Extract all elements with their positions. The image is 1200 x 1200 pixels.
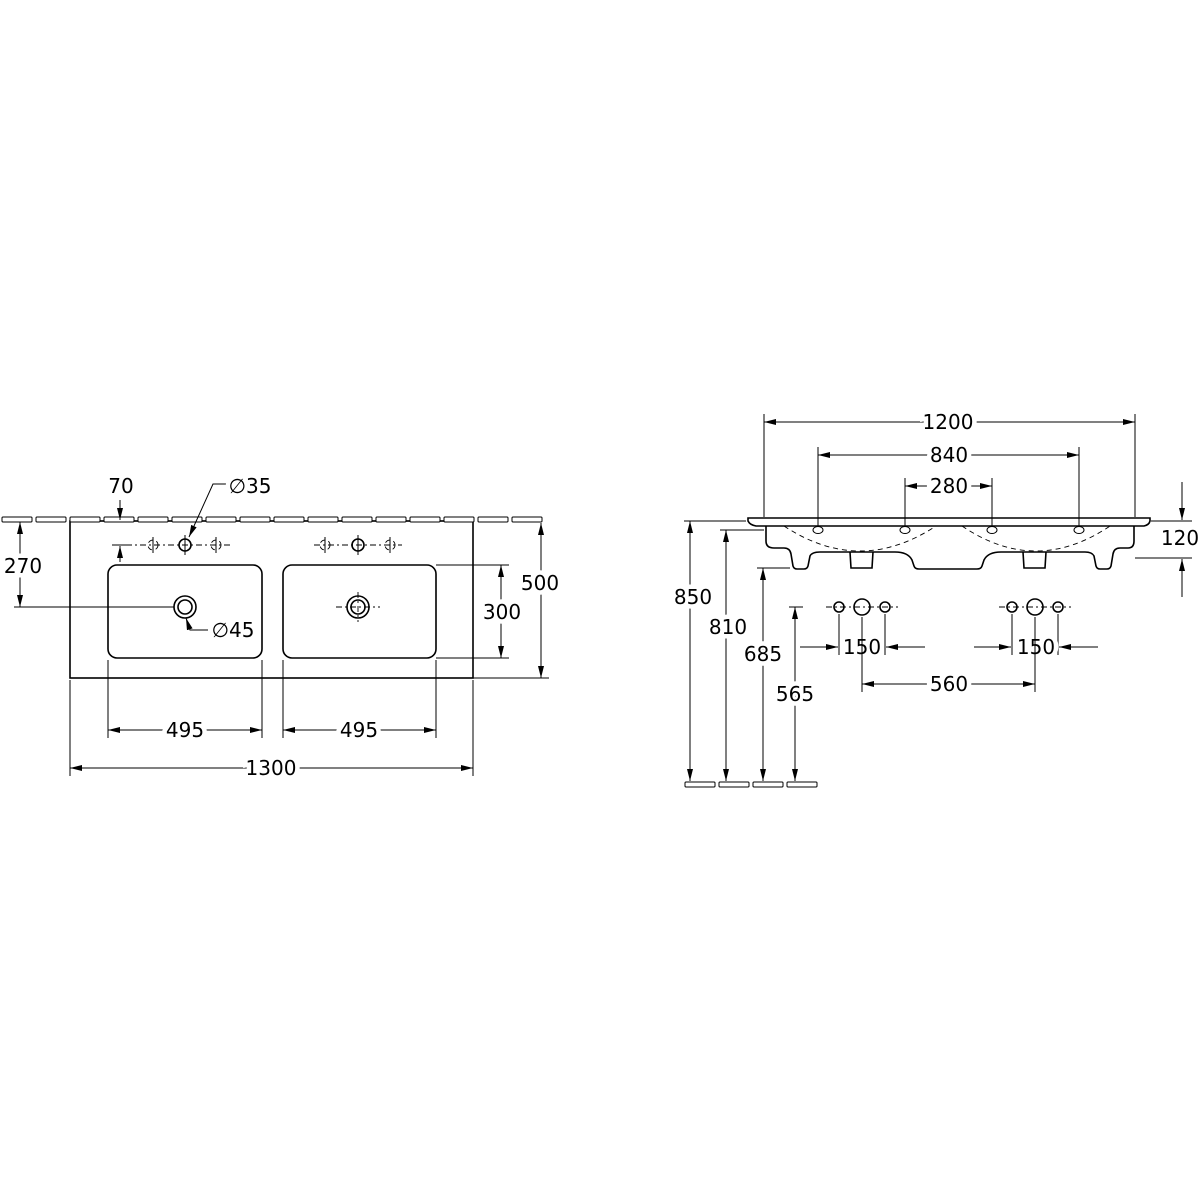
tap-hole <box>812 526 824 534</box>
dim-270-label: 270 <box>4 554 42 578</box>
dim-dia35-label: ∅35 <box>229 474 272 498</box>
left-connection-holes <box>826 598 898 616</box>
dim-70-label: 70 <box>108 474 133 498</box>
dimension-1200: 1200 <box>763 406 1136 517</box>
dimension-270: 270 <box>0 522 174 608</box>
basin-profile <box>747 517 1151 570</box>
dimension-1300: 1300 <box>69 680 474 785</box>
dimension-70: 70 <box>104 470 138 562</box>
left-tap-holes <box>112 535 232 555</box>
dimension-850: 850 <box>669 520 746 781</box>
dim-495-left-label: 495 <box>166 718 204 742</box>
dim-560-label: 560 <box>930 672 968 696</box>
right-connection-holes <box>999 598 1071 616</box>
front-view: 1200 840 280 <box>669 406 1200 788</box>
basin-outline <box>69 520 474 679</box>
dimension-840: 840 <box>817 439 1080 526</box>
dim-495-right-label: 495 <box>340 718 378 742</box>
dimension-280: 280 <box>904 470 993 526</box>
dimension-300: 300 <box>436 564 526 659</box>
floor-hatch <box>684 781 818 788</box>
dim-850-label: 850 <box>674 585 712 609</box>
dim-840-label: 840 <box>930 443 968 467</box>
tap-hole <box>899 526 911 534</box>
dimension-150-right: 150 <box>974 614 1098 664</box>
basin-rim <box>747 517 1151 527</box>
right-drain <box>336 592 380 622</box>
dim-300-label: 300 <box>483 600 521 624</box>
dimension-120: 120 <box>1135 482 1200 597</box>
wall-hatch <box>1 516 543 523</box>
dimension-565: 565 <box>771 606 819 781</box>
tap-hole <box>1073 526 1085 534</box>
right-tap-holes <box>314 535 402 555</box>
dim-1300-label: 1300 <box>246 756 297 780</box>
dim-1200-label: 1200 <box>923 410 974 434</box>
right-bowl-hidden-line <box>961 525 1111 552</box>
dimension-685: 685 <box>739 567 790 781</box>
dim-150-right-label: 150 <box>1017 635 1055 659</box>
dim-565-label: 565 <box>776 682 814 706</box>
dim-500-label: 500 <box>521 571 559 595</box>
dimension-dia45: ∅45 <box>185 614 259 647</box>
dim-dia45-label: ∅45 <box>212 618 255 642</box>
tap-hole <box>986 526 998 534</box>
leader-line <box>185 617 208 631</box>
right-bowl <box>282 564 437 659</box>
dimension-dia35: ∅35 <box>188 470 276 538</box>
left-bowl-hidden-line <box>783 525 937 552</box>
dim-685-label: 685 <box>744 642 782 666</box>
left-drain-outlet <box>849 551 874 569</box>
leader-line <box>188 483 228 538</box>
dimension-495-right: 495 <box>282 660 437 747</box>
dimension-495-left: 495 <box>107 660 263 747</box>
left-bowl <box>107 564 263 659</box>
basin-body <box>765 526 1135 570</box>
dimension-500: 500 <box>473 523 564 679</box>
dim-120-label: 120 <box>1161 526 1199 550</box>
dimension-560: 560 <box>861 617 1036 701</box>
right-drain-outlet <box>1022 551 1047 569</box>
dim-810-label: 810 <box>709 615 747 639</box>
dimension-810: 810 <box>704 529 764 781</box>
top-view: 70 ∅35 270 ∅45 300 500 <box>0 470 564 785</box>
dim-280-label: 280 <box>930 474 968 498</box>
